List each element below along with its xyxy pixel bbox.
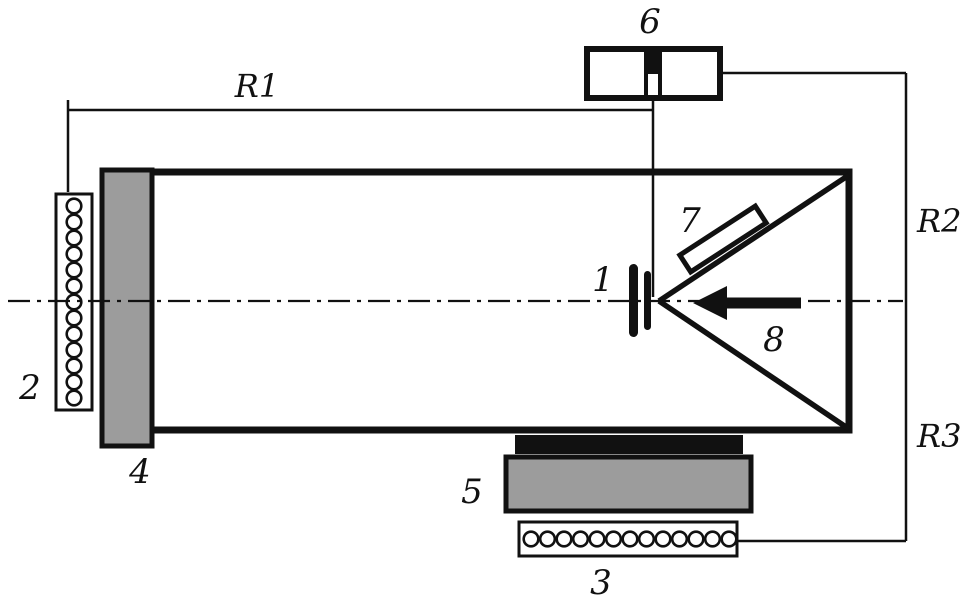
label-r3: R3 (916, 417, 961, 455)
beam-arrow-8 (693, 286, 801, 320)
label-r2: R2 (916, 202, 961, 240)
slab-bottom-black-bar (515, 435, 743, 454)
label-3: 3 (590, 563, 612, 603)
dimension-r2-r3-lines (722, 71, 908, 543)
label-2: 2 (18, 368, 41, 408)
slab-bottom-gray-block (503, 454, 754, 514)
label-6: 6 (639, 2, 661, 42)
beam-arrow-head (693, 286, 727, 320)
slab-bottom-5 (503, 435, 754, 514)
label-4: 4 (128, 452, 151, 492)
cone-reflector (657, 172, 851, 432)
target-foil-left (629, 264, 638, 337)
detector-6 (584, 46, 723, 101)
target-1 (629, 264, 651, 337)
coil-left-2 (54, 192, 94, 412)
cone-upper-edge (657, 172, 851, 304)
coil-bottom-windings (522, 530, 738, 548)
slab-window-4 (99, 167, 155, 449)
detector-slit-plug (648, 52, 658, 74)
tilted-plate-7 (676, 202, 770, 276)
cone-lower-edge (657, 298, 851, 432)
label-5: 5 (461, 472, 483, 512)
label-7: 7 (679, 201, 701, 241)
label-r1: R1 (234, 67, 279, 105)
label-8: 8 (763, 320, 785, 360)
tilted-plate-body (676, 202, 770, 276)
coil-bottom-3 (517, 520, 739, 558)
coil-left-windings (65, 197, 83, 407)
target-foil-right (644, 271, 651, 330)
dimension-r1-lines (66, 98, 655, 297)
label-1: 1 (592, 260, 614, 300)
